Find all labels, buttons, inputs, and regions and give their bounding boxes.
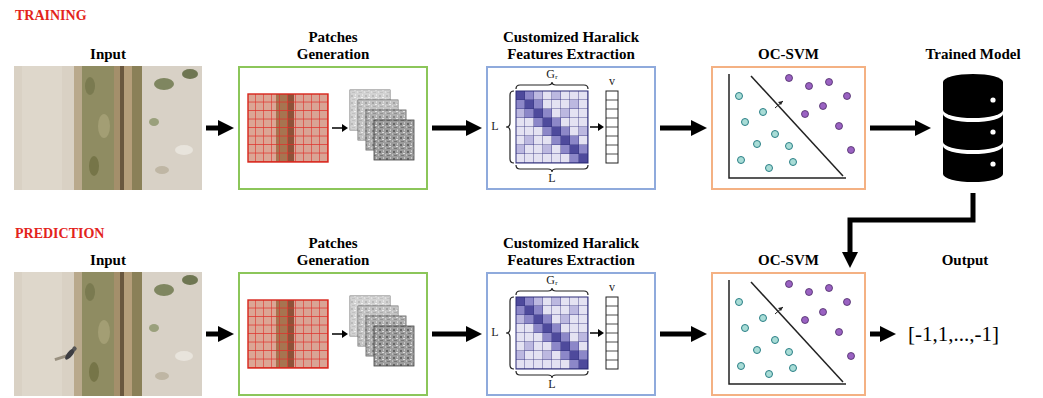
svm-plot bbox=[729, 74, 855, 178]
node-heading: Customized Haralick Features Extraction bbox=[486, 29, 656, 63]
output-frame: [-1,1,...,-1] bbox=[900, 272, 1030, 396]
flow-arrow bbox=[870, 126, 921, 131]
output-vector: [-1,1,...,-1] bbox=[908, 322, 999, 346]
axis-label: L bbox=[540, 378, 564, 390]
haralick-node: Customized Haralick Features ExtractionL… bbox=[486, 232, 656, 396]
process-box bbox=[711, 272, 866, 396]
stage-title: TRAINING bbox=[15, 8, 87, 24]
heading-area: Trained Model bbox=[903, 26, 1043, 63]
node-heading: Input bbox=[90, 46, 126, 63]
flow-arrow bbox=[206, 126, 224, 131]
node-heading: Trained Model bbox=[925, 46, 1020, 63]
heading-area: OC-SVM bbox=[734, 26, 844, 63]
input-photo-frame bbox=[14, 66, 202, 190]
prediction-photo bbox=[14, 272, 202, 396]
patches-node: Patches Generation bbox=[238, 232, 428, 396]
database-frame bbox=[935, 66, 1011, 190]
person-figure bbox=[55, 342, 78, 367]
node-heading: Output bbox=[942, 252, 989, 269]
flow-arrow bbox=[432, 126, 472, 131]
model-node: Trained Model bbox=[935, 26, 1011, 190]
node-heading: OC-SVM bbox=[758, 46, 819, 63]
flow-arrow bbox=[870, 332, 886, 337]
process-box: L Gᵣ vL bbox=[486, 272, 656, 396]
node-heading: Customized Haralick Features Extraction bbox=[486, 235, 656, 269]
axis-label: Gᵣ bbox=[540, 68, 564, 80]
input-node: Input bbox=[14, 232, 202, 396]
ocsvm-node: OC-SVM bbox=[711, 26, 866, 190]
heading-area: Customized Haralick Features Extraction bbox=[486, 26, 656, 63]
input-node: Input bbox=[14, 26, 202, 190]
training-photo bbox=[14, 66, 202, 190]
axis-label: Gᵣ bbox=[540, 274, 564, 286]
cooccurrence-matrix bbox=[506, 82, 618, 172]
output-node: Output [-1,1,...,-1] bbox=[900, 232, 1030, 396]
node-heading: OC-SVM bbox=[758, 252, 819, 269]
flow-arrow bbox=[660, 126, 697, 131]
process-box bbox=[238, 66, 428, 190]
database-icon bbox=[943, 74, 1003, 182]
patches-illustration bbox=[248, 90, 414, 162]
heading-area: Output bbox=[910, 232, 1020, 269]
haralick-node: Customized Haralick Features ExtractionL… bbox=[486, 26, 656, 190]
heading-area: OC-SVM bbox=[734, 232, 844, 269]
flow-arrow bbox=[206, 332, 224, 337]
node-heading: Patches Generation bbox=[278, 29, 388, 63]
axis-label: L bbox=[483, 326, 507, 338]
svm-plot bbox=[729, 280, 855, 384]
flow-arrow bbox=[850, 193, 973, 258]
process-box: L Gᵣ vL bbox=[486, 66, 656, 190]
node-heading: Input bbox=[90, 252, 126, 269]
axis-label: v bbox=[600, 75, 624, 87]
heading-area: Input bbox=[63, 26, 153, 63]
axis-label: v bbox=[600, 281, 624, 293]
node-heading: Patches Generation bbox=[278, 235, 388, 269]
input-photo-frame bbox=[14, 272, 202, 396]
heading-area: Patches Generation bbox=[278, 232, 388, 269]
process-box bbox=[711, 66, 866, 190]
flow-arrow bbox=[432, 332, 472, 337]
axis-label: L bbox=[540, 172, 564, 184]
ocsvm-node: OC-SVM bbox=[711, 232, 866, 396]
stage-title: PREDICTION bbox=[15, 226, 104, 242]
cooccurrence-matrix bbox=[506, 288, 618, 378]
patches-illustration bbox=[248, 296, 414, 368]
flow-arrow bbox=[660, 332, 697, 337]
process-box bbox=[238, 272, 428, 396]
patches-node: Patches Generation bbox=[238, 26, 428, 190]
heading-area: Customized Haralick Features Extraction bbox=[486, 232, 656, 269]
heading-area: Patches Generation bbox=[278, 26, 388, 63]
axis-label: L bbox=[483, 120, 507, 132]
